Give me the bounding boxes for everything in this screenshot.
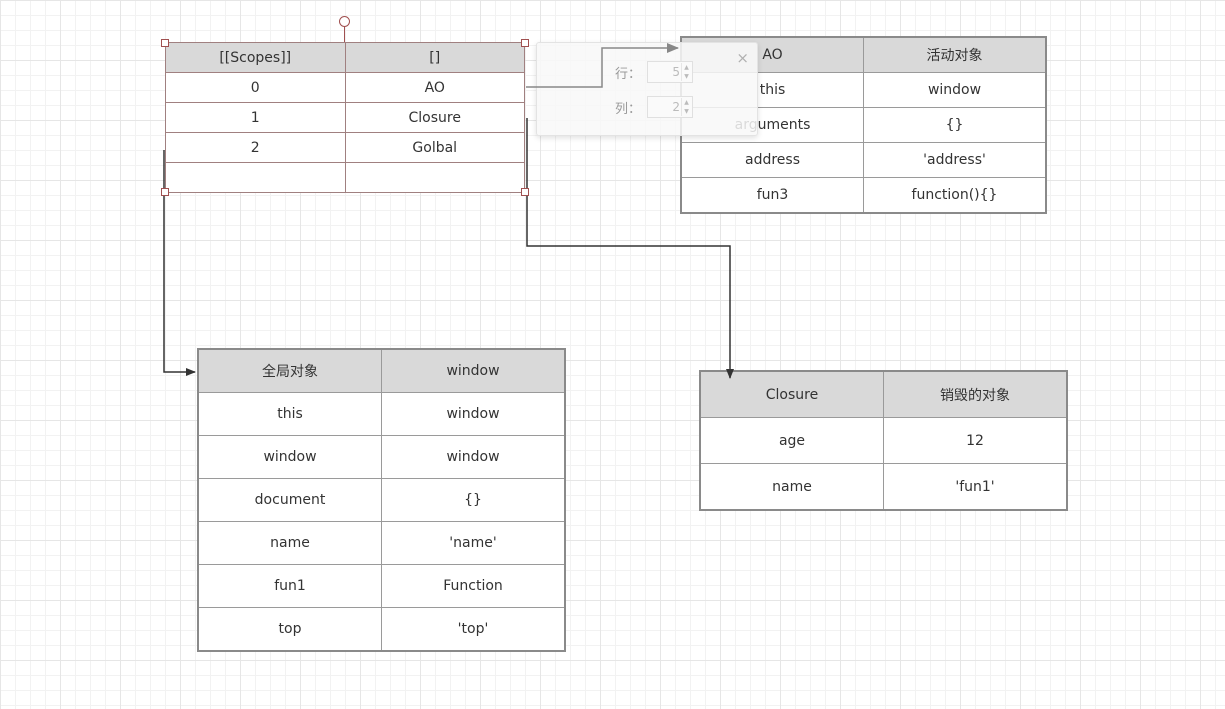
global-cell[interactable]: {} [381,478,566,522]
global-cell[interactable]: fun1 [197,564,382,608]
closure-header-value[interactable]: 销毁的对象 [883,370,1068,418]
global-header-row: 全局对象 window [197,348,566,393]
scopes-header-key[interactable]: [[Scopes]] [165,42,346,73]
closure-table[interactable]: Closure 销毁的对象 age 12 name 'fun1' [699,370,1068,511]
ao-cell[interactable]: {} [863,107,1047,143]
cols-stepper[interactable]: 2 ▲▼ [647,96,693,118]
resize-handle-top-right[interactable] [521,39,529,47]
table-row: fun1 Function [197,564,566,608]
table-row [165,162,525,193]
global-cell[interactable]: Function [381,564,566,608]
scopes-cell[interactable] [165,162,346,193]
global-cell[interactable]: name [197,521,382,565]
ao-header-value[interactable]: 活动对象 [863,36,1047,73]
rows-spinner-icon[interactable]: ▲▼ [681,63,691,81]
global-cell[interactable]: window [381,435,566,479]
rows-label: 行： [615,66,642,82]
closure-cell[interactable]: 12 [883,417,1068,464]
ao-cell[interactable]: window [863,72,1047,108]
scopes-cell[interactable]: AO [344,72,525,103]
cols-spinner-icon[interactable]: ▲▼ [681,98,691,116]
scopes-cell[interactable]: 0 [165,72,346,103]
scopes-header-value[interactable]: [] [344,42,525,73]
table-row: name 'name' [197,521,566,565]
global-cell[interactable]: this [197,392,382,436]
global-header-value[interactable]: window [381,348,566,393]
ao-cell[interactable]: function(){} [863,177,1047,214]
table-row: this window [197,392,566,436]
scopes-cell[interactable] [344,162,525,193]
rows-stepper[interactable]: 5 ▲▼ [647,61,693,83]
scopes-cell[interactable]: 2 [165,132,346,163]
rotate-handle[interactable] [339,16,350,27]
ao-cell[interactable]: fun3 [680,177,864,214]
rows-value: 5 [672,65,680,79]
rows-control: 行： 5 ▲▼ [615,60,693,84]
global-cell[interactable]: 'name' [381,521,566,565]
table-row: fun3 function(){} [680,177,1047,214]
closure-cell[interactable]: age [699,417,884,464]
rotate-handle-stem [344,26,345,42]
table-row: 2 Golbal [165,132,525,163]
global-cell[interactable]: window [197,435,382,479]
table-row: name 'fun1' [699,463,1068,511]
table-row: window window [197,435,566,479]
closure-header-key[interactable]: Closure [699,370,884,418]
scopes-table[interactable]: [[Scopes]] [] 0 AO 1 Closure 2 Golbal [165,42,525,193]
closure-header-row: Closure 销毁的对象 [699,370,1068,418]
table-size-popup[interactable]: × 行： 5 ▲▼ 列： 2 ▲▼ [536,42,758,136]
table-row: top 'top' [197,607,566,652]
scopes-cell[interactable]: 1 [165,102,346,133]
cols-label: 列： [615,101,642,117]
scopes-header-row: [[Scopes]] [] [165,42,525,73]
table-row: document {} [197,478,566,522]
closure-cell[interactable]: 'fun1' [883,463,1068,511]
resize-handle-top-left[interactable] [161,39,169,47]
scopes-cell[interactable]: Closure [344,102,525,133]
global-header-key[interactable]: 全局对象 [197,348,382,393]
close-icon[interactable]: × [736,49,749,67]
closure-cell[interactable]: name [699,463,884,511]
global-cell[interactable]: window [381,392,566,436]
ao-cell[interactable]: address [680,142,864,178]
table-row: 0 AO [165,72,525,103]
cols-value: 2 [672,100,680,114]
cols-control: 列： 2 ▲▼ [615,95,693,119]
table-row: age 12 [699,417,1068,464]
global-cell[interactable]: 'top' [381,607,566,652]
resize-handle-bottom-right[interactable] [521,188,529,196]
global-object-table[interactable]: 全局对象 window this window window window do… [197,348,566,652]
global-cell[interactable]: top [197,607,382,652]
table-row: address 'address' [680,142,1047,178]
ao-cell[interactable]: 'address' [863,142,1047,178]
global-cell[interactable]: document [197,478,382,522]
scopes-cell[interactable]: Golbal [344,132,525,163]
resize-handle-bottom-left[interactable] [161,188,169,196]
table-row: 1 Closure [165,102,525,133]
